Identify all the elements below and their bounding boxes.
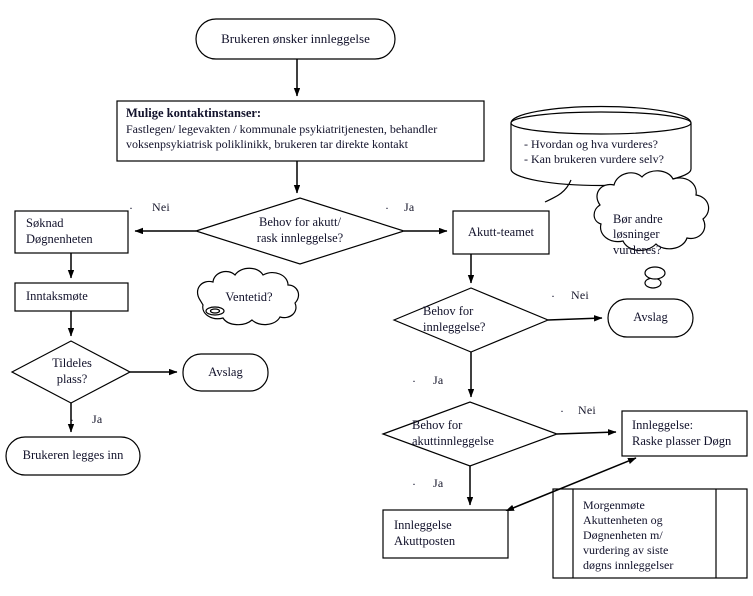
brukeren-onsker-innleggelse-label: Brukeren ønsker innleggelse (221, 30, 370, 46)
mulige-kontaktinstanser-body: Fastlegen/ legevakten / kommunale psykia… (126, 122, 438, 151)
edge-dot-nei-innleggelse: · (551, 289, 555, 303)
soknad-dognenheten-label: Søknad Døgnenheten (26, 216, 93, 246)
kan-brukeren-vurdere-selv-line2: - Kan brukeren vurdere selv? (524, 152, 664, 166)
edge-label-nei-akuttinnleggelse: Nei (578, 403, 596, 417)
hvordan-og-hva-vurderes-line1: - Hvordan og hva vurderes? (524, 137, 658, 151)
edge-label-ja-akuttinnleggelse: Ja (433, 476, 444, 490)
edge-dot-ja-akuttinnleggelse: · (412, 477, 416, 491)
edge-behov-innleggelse-nei-to-avslag (547, 315, 603, 322)
edge-label-ja-tildeles: Ja (92, 412, 103, 426)
edge-label-nei-akutt: Nei (152, 200, 170, 214)
akutt-teamet-label: Akutt-teamet (468, 224, 534, 239)
tildeles-plass-label: Tildeles plass? (52, 356, 92, 386)
edge-dot-nei-akutt: · (129, 201, 133, 215)
behov-for-akuttinnleggelse-label: Behov for akuttinnleggelse (412, 418, 494, 448)
edge-label-ja-akutt: Ja (404, 200, 415, 214)
innleggelse-raske-plasser-dogn-label: Innleggelse: Raske plasser Døgn (632, 417, 732, 448)
behov-for-innleggelse-label: Behov for innleggelse? (423, 304, 486, 334)
behov-for-akutt-rask-innleggelse-label: Behov for akutt/ rask innleggelse? (256, 215, 344, 245)
innleggelse-akuttposten-label: Innleggelse Akuttposten (394, 518, 456, 548)
morgenmote-label: Morgenmøte Akuttenheten og Døgnenheten m… (583, 498, 674, 572)
edge-dot-ja-innleggelse: · (412, 374, 416, 388)
mulige-kontaktinstanser-heading: Mulige kontaktinstanser: (126, 106, 262, 120)
edge-dot-ja-akutt: · (385, 201, 389, 215)
edge-behov-akuttinnleggelse-nei-to-raske-plasser (556, 429, 617, 436)
bor-andre-losninger-label: Bør andre løsninger vurderes? (613, 211, 663, 257)
avslag-venstre-label: Avslag (208, 364, 243, 379)
ventetid-label: Ventetid? (225, 290, 273, 305)
avslag-hoyre-label: Avslag (633, 310, 668, 325)
edge-label-ja-innleggelse: Ja (433, 373, 444, 387)
edge-dot-nei-akuttinnleggelse: · (560, 404, 564, 418)
edge-dot-ja-tildeles: · (70, 413, 74, 427)
edge-label-nei-innleggelse: Nei (571, 288, 589, 302)
inntaksmote-label: Inntaksmøte (26, 289, 88, 304)
brukeren-legges-inn-label: Brukeren legges inn (22, 448, 124, 463)
